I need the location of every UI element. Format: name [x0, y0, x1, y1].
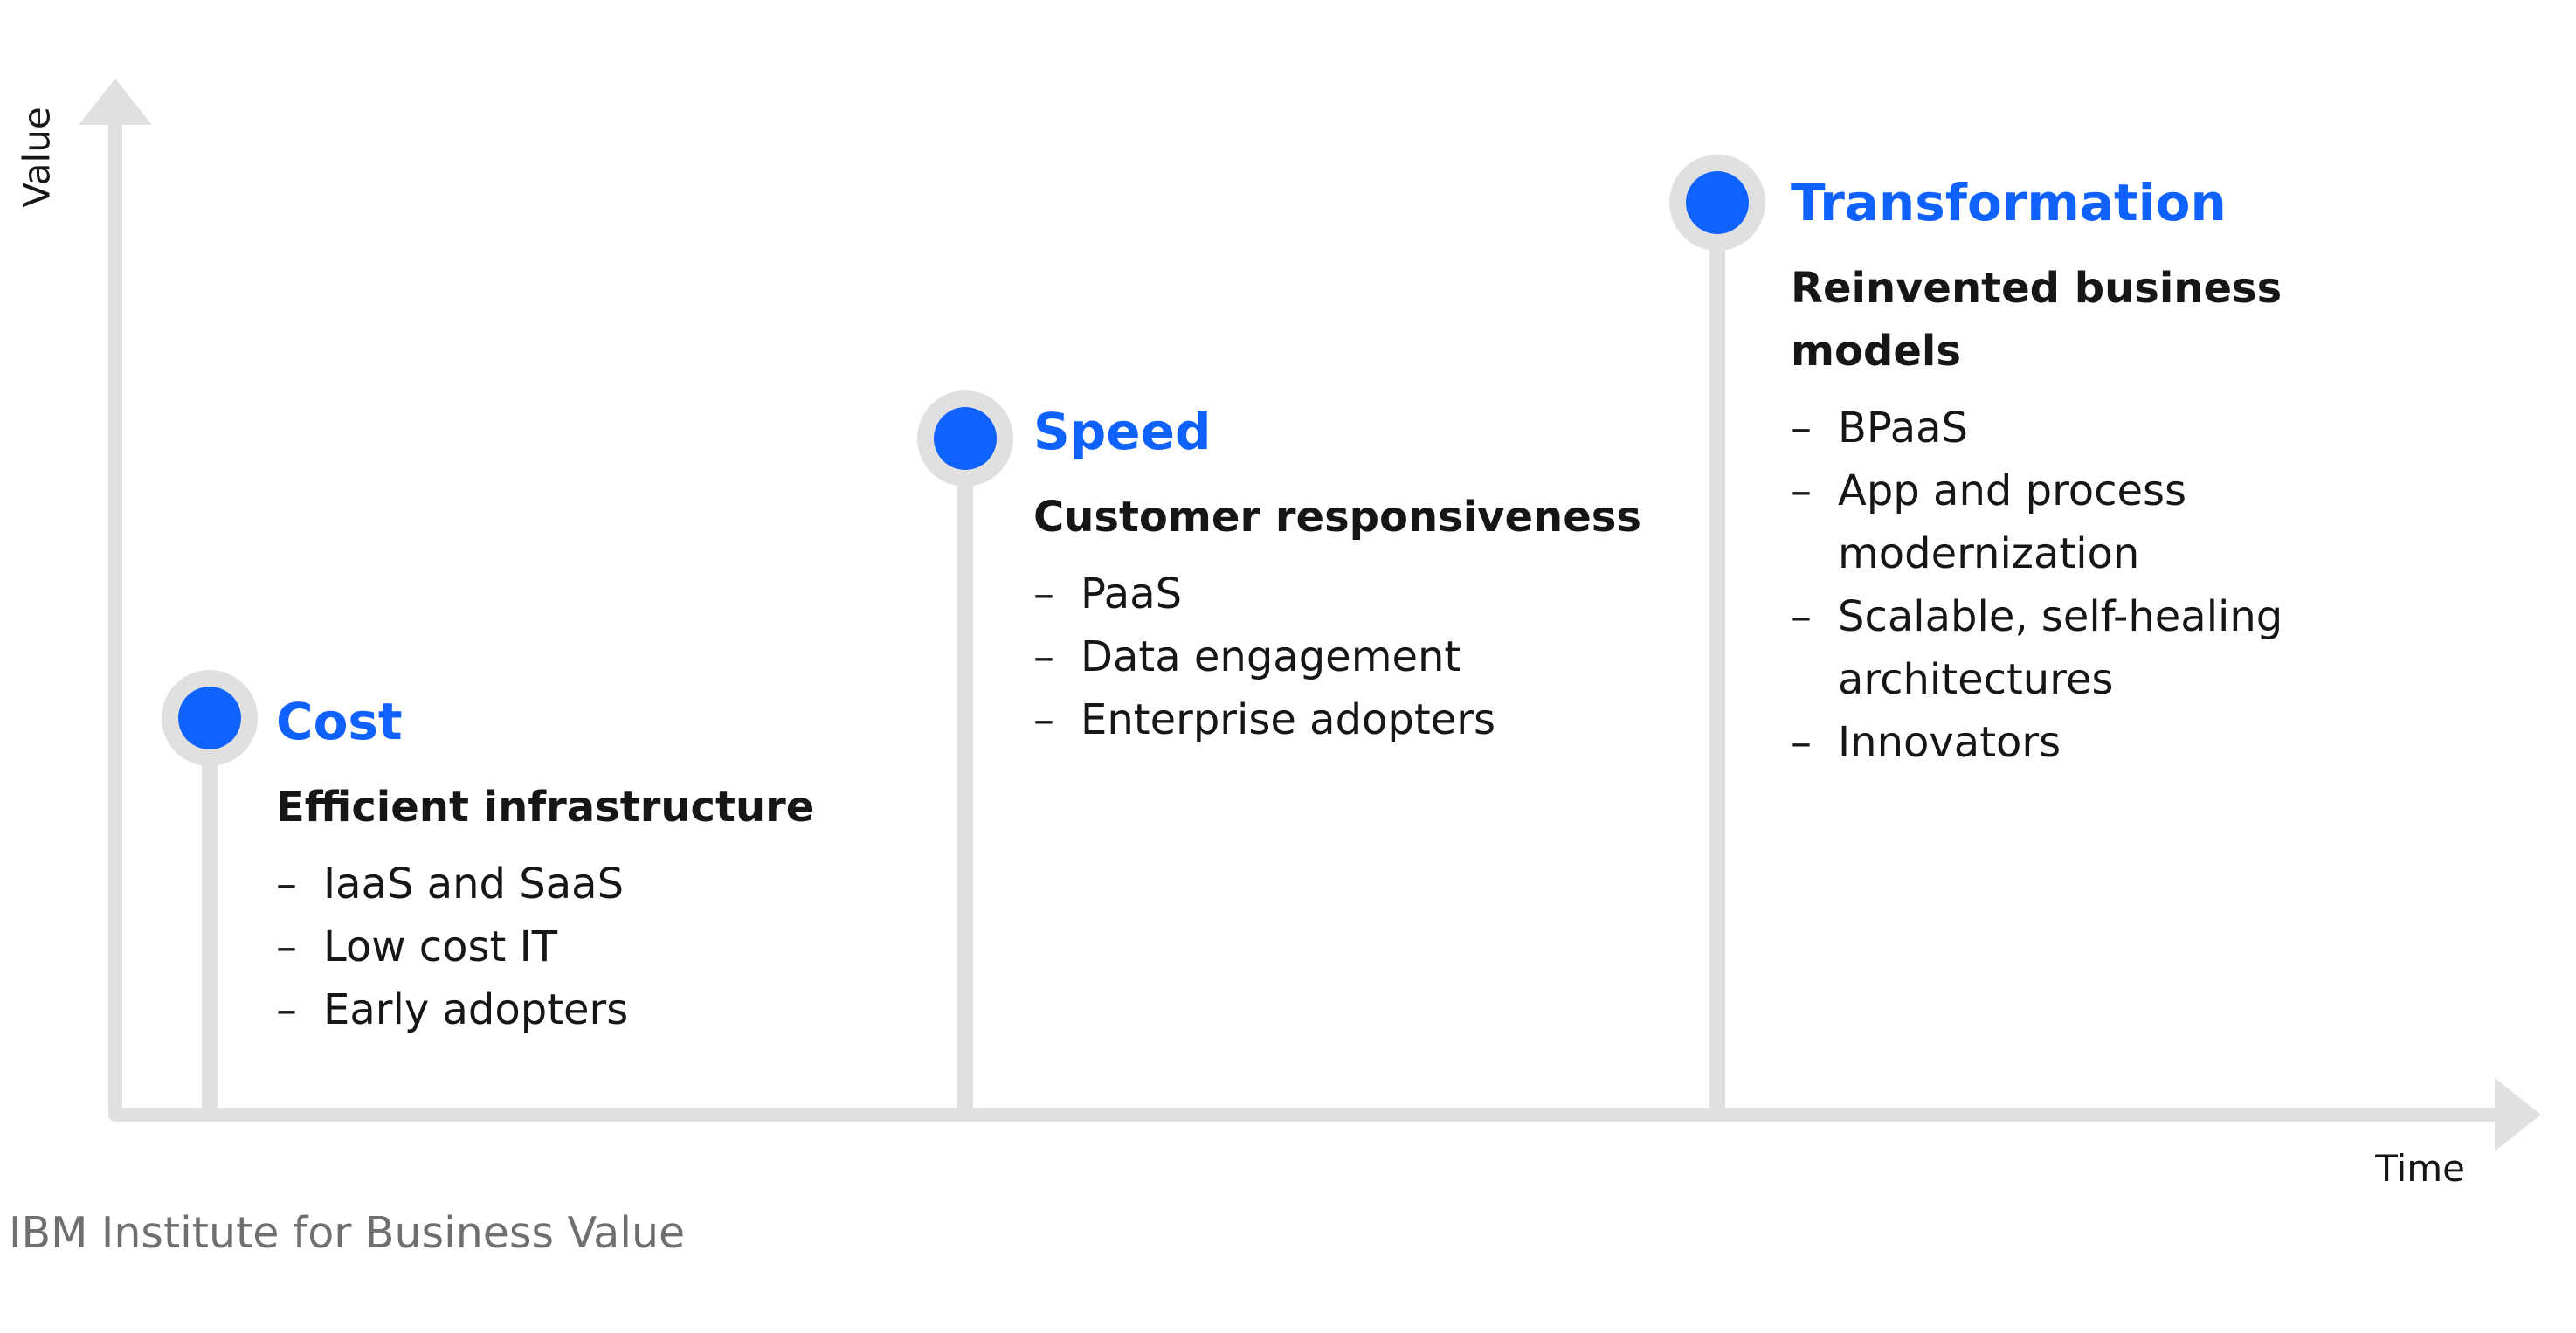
stage-subtitle-line: Efficient infrastructure [276, 783, 815, 832]
dash-bullet: – [1033, 695, 1054, 744]
source-credit: IBM Institute for Business Value [9, 1208, 686, 1258]
list-item-line: IaaS and SaaS [323, 860, 625, 908]
dash-bullet: – [276, 922, 297, 971]
stage-subtitle: Efficient infrastructure [276, 776, 814, 839]
x-axis-line [108, 1108, 2510, 1122]
list-item: – App and process modernization [1791, 459, 2282, 585]
stage-speed: Speed Customer responsiveness – PaaS – D… [1033, 400, 1641, 751]
stage-marker-transformation [1669, 155, 1765, 1115]
x-axis-label: Time [2375, 1147, 2465, 1190]
list-item-line: Enterprise adopters [1081, 695, 1495, 744]
dash-bullet: – [1033, 632, 1054, 681]
stage-list: – IaaS and SaaS – Low cost IT – Early ad… [276, 853, 814, 1041]
stage-subtitle-line: models [1791, 327, 1961, 376]
list-item: – Data engagement [1033, 625, 1641, 688]
y-axis-arrowhead [79, 79, 152, 125]
stage-subtitle-line: Customer responsiveness [1033, 493, 1641, 542]
list-item-line: modernization [1838, 529, 2140, 578]
stage-marker-dot [934, 407, 997, 470]
list-item-line: Innovators [1838, 718, 2061, 767]
dash-bullet: – [1791, 592, 1812, 641]
stage-marker-dot [1686, 171, 1749, 234]
stage-marker-speed [917, 390, 1013, 1115]
dash-bullet: – [1033, 570, 1054, 618]
dash-bullet: – [1791, 404, 1812, 452]
stage-stem [957, 437, 973, 1115]
stage-list: – BPaaS – App and process modernization … [1791, 397, 2282, 774]
dash-bullet: – [1791, 466, 1812, 515]
dash-bullet: – [1791, 718, 1812, 767]
y-axis-line [108, 114, 122, 1122]
list-item: – IaaS and SaaS [276, 853, 814, 915]
stage-cost: Cost Efficient infrastructure – IaaS and… [276, 690, 814, 1041]
stage-title: Speed [1033, 402, 1212, 461]
list-item: – Early adopters [276, 978, 814, 1041]
list-item: – Enterprise adopters [1033, 688, 1641, 751]
stage-stem [1709, 201, 1725, 1115]
stage-marker-dot [178, 687, 241, 749]
list-item-line: Data engagement [1081, 632, 1461, 681]
list-item-line: Early adopters [323, 985, 629, 1034]
list-item: – BPaaS [1791, 397, 2282, 459]
stage-subtitle: Reinvented business models [1791, 257, 2282, 383]
list-item-line: PaaS [1081, 570, 1183, 618]
list-item: – Innovators [1791, 711, 2282, 774]
list-item-line: Low cost IT [323, 922, 558, 971]
dash-bullet: – [276, 860, 297, 908]
stage-transformation: Transformation Reinvented business model… [1791, 171, 2282, 774]
stage-list: – PaaS – Data engagement – Enterprise ad… [1033, 563, 1641, 751]
list-item: – Scalable, self-healing architectures [1791, 585, 2282, 711]
stage-title: Transformation [1791, 173, 2227, 232]
stage-marker-cost [162, 670, 258, 1115]
list-item-line: architectures [1838, 655, 2114, 704]
stage-stem [202, 716, 218, 1115]
stage-subtitle: Customer responsiveness [1033, 486, 1641, 549]
stage-subtitle-line: Reinvented business [1791, 264, 2282, 313]
stage-title: Cost [276, 692, 403, 751]
x-axis-arrowhead [2495, 1078, 2541, 1151]
y-axis-label: Value [15, 107, 59, 208]
list-item: – Low cost IT [276, 915, 814, 978]
list-item-line: App and process [1838, 466, 2187, 515]
dash-bullet: – [276, 985, 297, 1034]
list-item-line: BPaaS [1838, 404, 1969, 452]
list-item: – PaaS [1033, 563, 1641, 625]
list-item-line: Scalable, self-healing [1838, 592, 2283, 641]
